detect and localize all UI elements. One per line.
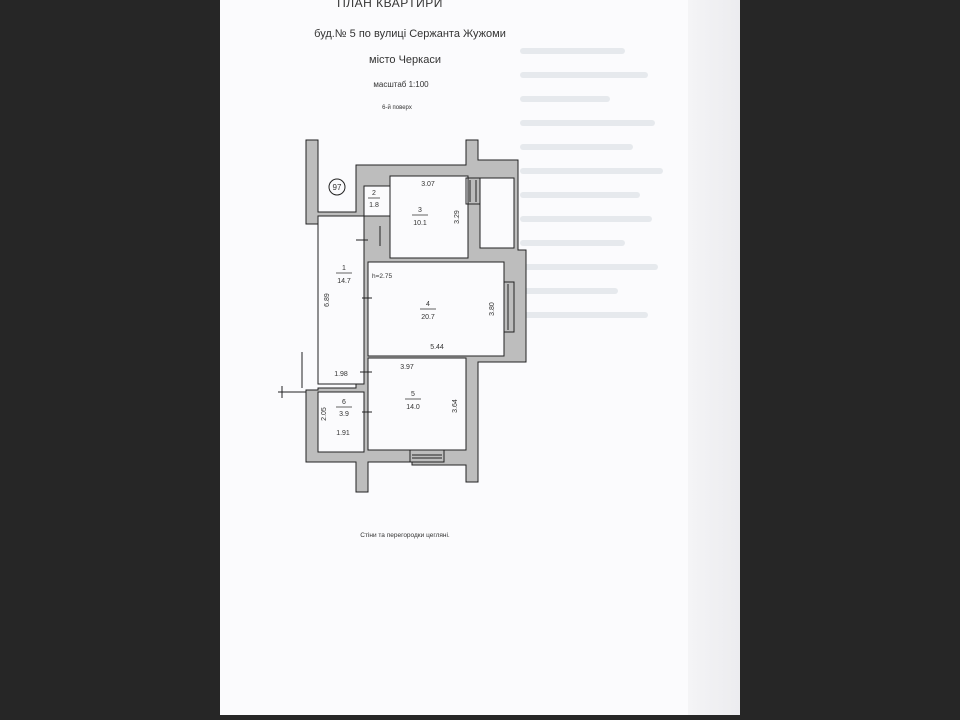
ceiling-height: h=2.75	[372, 273, 392, 280]
dim-room1-width: 1.98	[334, 371, 348, 378]
room-4-area: 20.7	[421, 314, 435, 321]
balcony-loggia	[479, 177, 515, 249]
room-4-number: 4	[426, 301, 430, 308]
window-frame-room-4	[503, 281, 515, 333]
materials-note: Стіни та перегородки цегляні.	[360, 532, 450, 539]
dim-room3-depth: 3.29	[454, 210, 461, 224]
room-2-number: 2	[372, 190, 376, 197]
room-1-area: 14.7	[337, 278, 351, 285]
dim-room4-width: 5.44	[430, 344, 444, 351]
floor-label: 6-й поверх	[382, 105, 412, 111]
stamp-number: 97	[333, 183, 342, 192]
room-interiors	[317, 175, 515, 453]
document-title: ПЛАН КВАРТИРИ	[337, 0, 443, 10]
building-address: буд.№ 5 по вулиці Сержанта Жужоми	[314, 28, 506, 40]
room-2-area: 1.8	[369, 202, 379, 209]
dim-room4-depth: 3.80	[489, 302, 496, 316]
city-name: місто Черкаси	[369, 54, 441, 66]
dim-room5-width: 3.97	[400, 364, 414, 371]
room-2-floor	[363, 185, 391, 217]
dim-room1-length: 6.89	[324, 293, 331, 307]
room-3-number: 3	[418, 207, 422, 214]
room-5-floor	[367, 357, 467, 451]
dim-room6-width: 1.91	[336, 430, 350, 437]
room-3-area: 10.1	[413, 220, 427, 227]
room-5-number: 5	[411, 391, 415, 398]
window-frame-room-5	[409, 449, 445, 463]
dim-room6-depth: 2.05	[321, 407, 328, 421]
dim-room5-depth: 3.64	[452, 399, 459, 413]
scale-label: масштаб 1:100	[373, 80, 429, 89]
room-6-number: 6	[342, 399, 346, 406]
inventory-stamp: 97	[328, 178, 346, 196]
room-5-area: 14.0	[406, 404, 420, 411]
sheet-edge	[688, 0, 740, 715]
room-6-floor	[317, 391, 365, 453]
room-6-area: 3.9	[339, 411, 349, 418]
room-1-number: 1	[342, 265, 346, 272]
window-frame-room-3	[465, 177, 481, 205]
dimension-labels: 3.07 3.29 6.89 3.80 5.44 1.98 3.97 3.64 …	[321, 181, 496, 437]
wall-details	[278, 177, 515, 463]
room-3-floor	[389, 175, 469, 259]
room-labels: 1 14.7 2 1.8 3 10.1 4 20.7 5 14.0 6 3.9 …	[336, 190, 436, 418]
dim-room3-width: 3.07	[421, 181, 435, 188]
room-1-floor	[317, 215, 365, 385]
